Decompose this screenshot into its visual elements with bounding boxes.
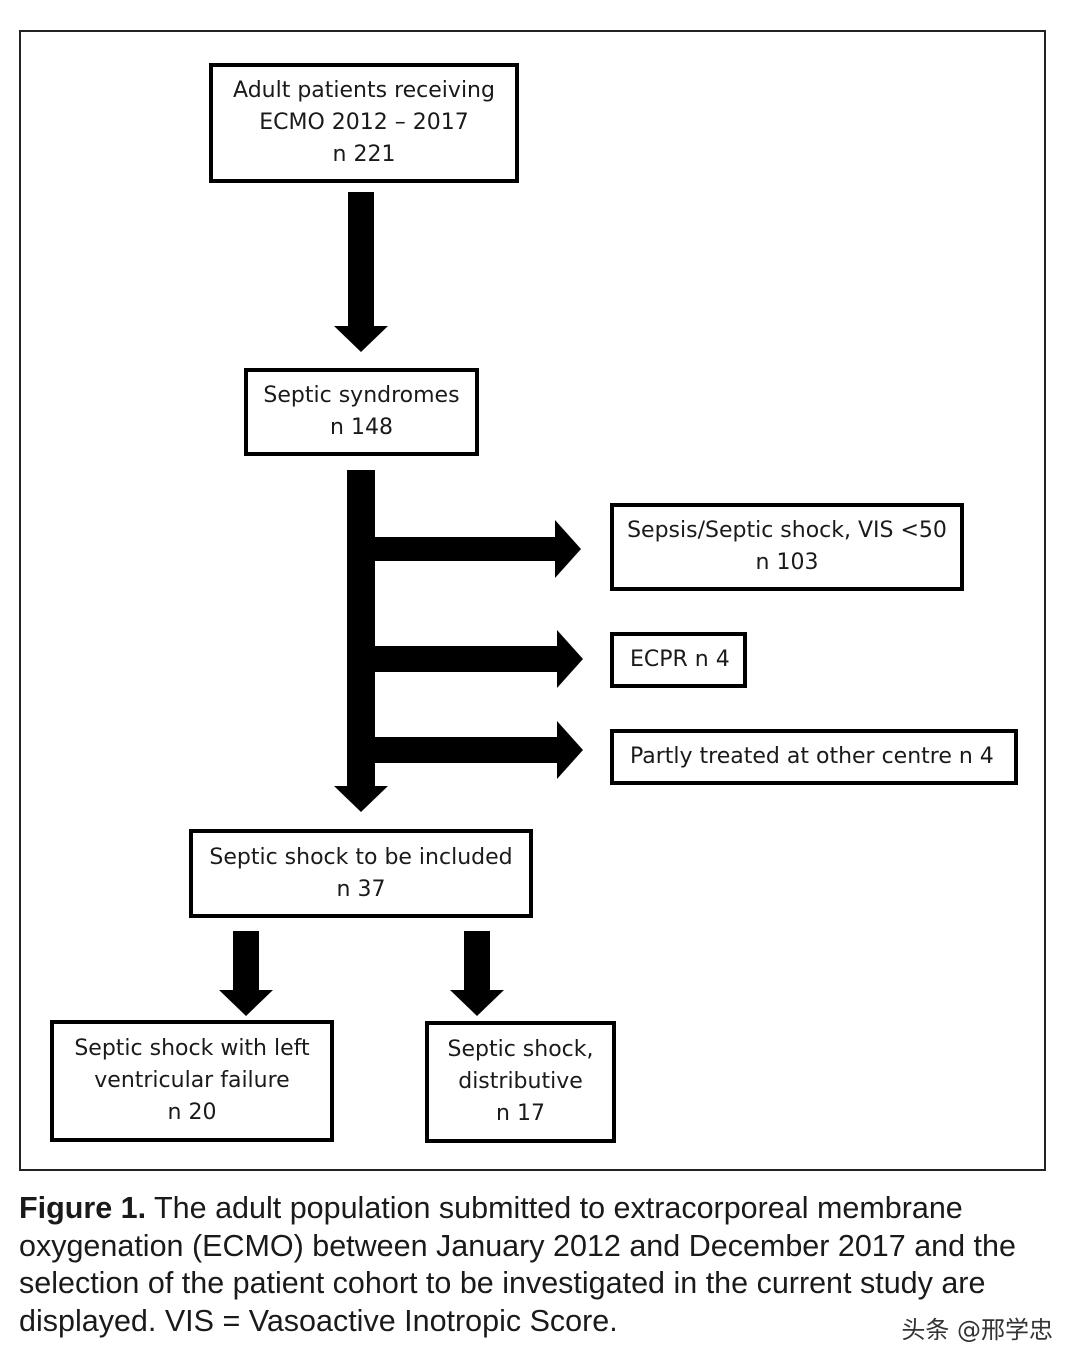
box-lv-line3: n 20 <box>167 1100 217 1125</box>
arrow-to-other-centre-exclusion <box>375 721 583 779</box>
box-sepsis-vis-exclusion: Sepsis/Septic shock, VIS <50 n 103 <box>610 503 964 591</box>
box-adult-patients-ecmo: Adult patients receiving ECMO 2012 – 201… <box>209 63 519 183</box>
box-septic-line1: Septic syndromes <box>263 383 460 408</box>
box-other-centre-exclusion: Partly treated at other centre n 4 <box>610 729 1018 785</box>
box-start-line3: n 221 <box>332 142 396 167</box>
box-distributive-line2: distributive <box>458 1069 583 1094</box>
arrow-septic-to-included <box>334 470 388 812</box>
box-included-line1: Septic shock to be included <box>209 844 513 870</box>
box-start-line2: ECMO 2012 – 2017 <box>259 110 469 135</box>
arrow-to-ecpr-exclusion <box>375 630 583 688</box>
figure-frame <box>19 30 1046 1171</box>
arrow-included-to-lv-failure <box>219 931 273 1016</box>
figure-caption: Figure 1. The adult population submitted… <box>19 1190 1059 1340</box>
caption-label: Figure 1. <box>19 1191 147 1225</box>
box-sepsis-line1: Sepsis/Septic shock, VIS <50 <box>627 518 947 543</box>
arrow-to-sepsis-exclusion <box>375 520 581 578</box>
box-ecpr-exclusion: ECPR n 4 <box>610 632 747 688</box>
box-lv-failure: Septic shock with left ventricular failu… <box>50 1020 334 1142</box>
box-lv-line1: Septic shock with left <box>74 1036 310 1061</box>
box-other-centre-line1: Partly treated at other centre n 4 <box>630 744 994 769</box>
box-distributive-line1: Septic shock, <box>447 1037 594 1062</box>
box-included-line2: n 37 <box>336 876 386 902</box>
box-septic-syndromes: Septic syndromes n 148 <box>244 368 479 456</box>
box-ecpr-line1: ECPR n 4 <box>630 647 730 672</box>
box-start-line1: Adult patients receiving <box>233 78 495 103</box>
box-distributive: Septic shock, distributive n 17 <box>425 1021 616 1143</box>
arrow-included-to-distributive <box>450 931 504 1016</box>
box-lv-line2: ventricular failure <box>94 1068 290 1093</box>
watermark: 头条 @邢学忠 <box>899 1310 1055 1345</box>
box-septic-line2: n 148 <box>330 415 393 440</box>
caption-text: The adult population submitted to extrac… <box>19 1191 1016 1338</box>
box-distributive-line3: n 17 <box>496 1101 545 1126</box>
box-sepsis-line2: n 103 <box>755 550 819 575</box>
arrow-start-to-septic <box>334 192 388 352</box>
box-septic-shock-included: Septic shock to be included n 37 <box>189 829 533 918</box>
